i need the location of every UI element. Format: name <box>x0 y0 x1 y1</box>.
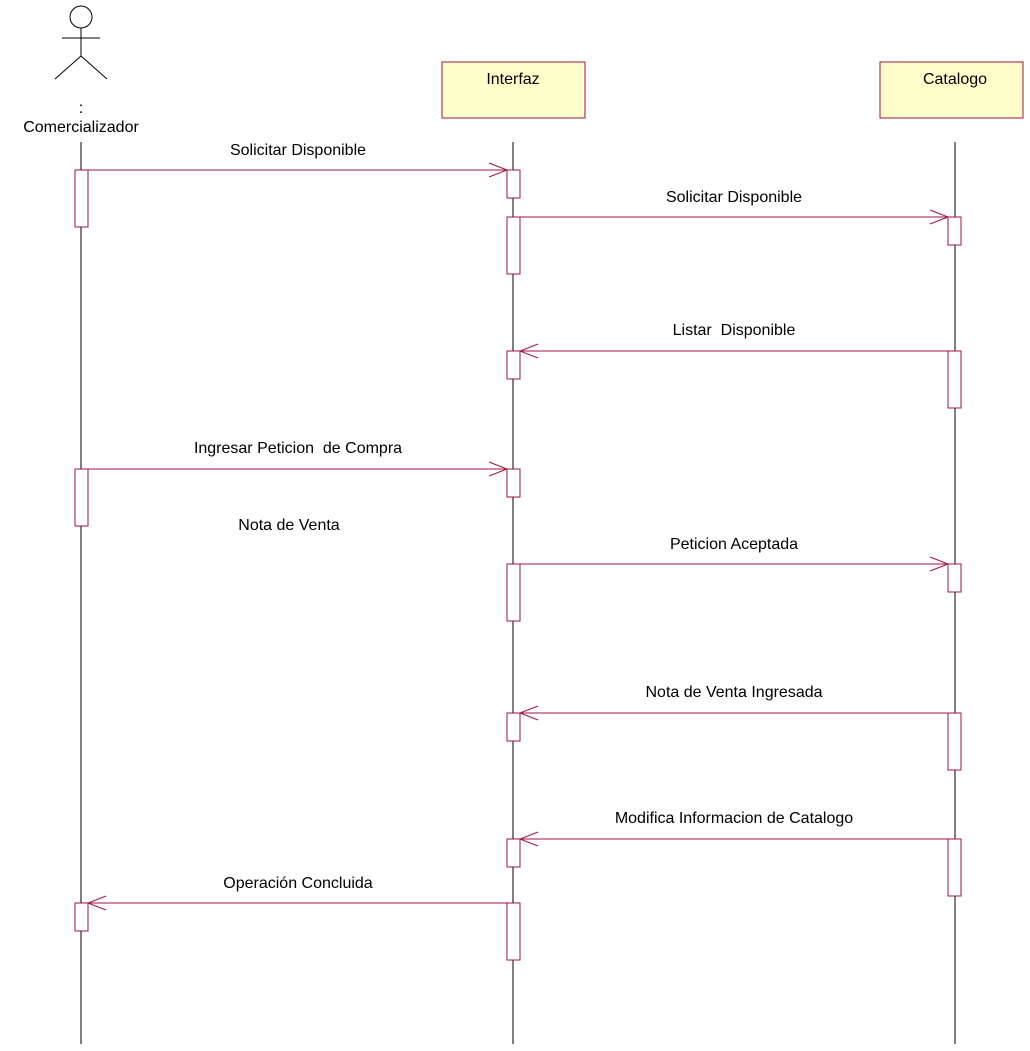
activation-bar <box>947 838 962 897</box>
message-label: Nota de Venta Ingresada <box>645 684 822 701</box>
message-arrow[interactable] <box>86 895 507 911</box>
activation-bar <box>506 169 521 199</box>
message-label: Solicitar Disponible <box>666 189 802 206</box>
activation-bar <box>947 216 962 246</box>
object-label-interfaz: Interfaz <box>486 71 539 88</box>
activation-bar <box>74 169 89 228</box>
activation-bar <box>506 838 521 868</box>
message-arrow[interactable] <box>518 343 948 359</box>
activation-bar <box>74 468 89 527</box>
message-label: Operación Concluida <box>223 875 373 892</box>
activation-bar <box>947 563 962 593</box>
note-label: Nota de Venta <box>238 517 340 534</box>
message-arrow[interactable] <box>88 461 509 477</box>
activation-bar <box>506 902 521 961</box>
actor-head <box>69 5 93 29</box>
actor-right-leg <box>80 55 108 80</box>
message-label: Listar Disponible <box>673 322 796 339</box>
message-label: Peticion Aceptada <box>670 536 798 553</box>
activation-bar <box>947 350 962 409</box>
activation-bar <box>506 216 521 275</box>
activation-bar <box>506 468 521 498</box>
actor-prefix: : <box>79 100 83 117</box>
message-label: Ingresar Peticion de Compra <box>194 440 402 457</box>
object-box-interfaz[interactable] <box>441 61 586 119</box>
message-arrow[interactable] <box>520 556 950 572</box>
actor-name: Comercializador <box>23 119 139 136</box>
message-label: Solicitar Disponible <box>230 142 366 159</box>
object-box-catalogo[interactable] <box>879 61 1024 119</box>
actor-left-leg <box>54 55 82 80</box>
actor-figure[interactable] <box>54 5 108 80</box>
object-label-catalogo: Catalogo <box>923 71 987 88</box>
message-label: Modifica Informacion de Catalogo <box>615 810 853 827</box>
activation-bar <box>506 712 521 742</box>
message-arrow[interactable] <box>518 831 948 847</box>
activation-bar <box>506 563 521 622</box>
message-arrow[interactable] <box>518 705 948 721</box>
activation-bar <box>506 350 521 380</box>
message-arrow[interactable] <box>520 209 950 225</box>
activation-bar <box>74 902 89 932</box>
activation-bar <box>947 712 962 771</box>
message-arrow[interactable] <box>88 162 509 178</box>
